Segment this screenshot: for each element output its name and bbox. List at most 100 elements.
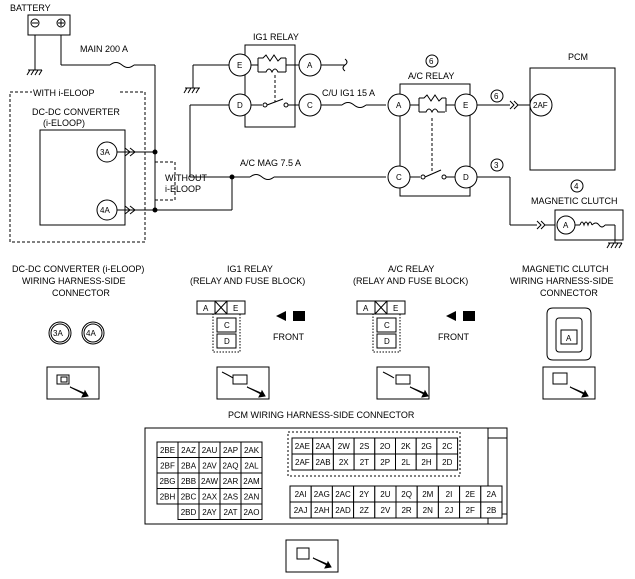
battery: BATTERY xyxy=(10,3,71,70)
pcm-pin-label: 2AL xyxy=(244,461,259,470)
pcm-pin-label: 2Q xyxy=(401,490,412,499)
dcdc-term-3a-label: 3A xyxy=(100,148,110,157)
acrelay-conn-pin-a: A xyxy=(363,304,369,313)
pcm-pin-label: 2Z xyxy=(360,506,369,515)
pcm-pin-label: 2AE xyxy=(295,442,310,451)
pcm-pin-label: 2Y xyxy=(359,490,369,499)
acrelay-front-label: FRONT xyxy=(438,332,469,342)
circle-3 xyxy=(490,158,504,172)
ig1-relay-label: IG1 RELAY xyxy=(253,32,299,42)
with-ieloop-label: WITH i-ELOOP xyxy=(33,88,95,98)
dcdc-conn-title-1: DC-DC CONVERTER (i-ELOOP) xyxy=(12,264,144,274)
pcm-pin-label: 2BH xyxy=(160,492,176,501)
ac-relay-pin-d-label: D xyxy=(463,173,469,182)
ig1-conn-title-1: IG1 RELAY xyxy=(227,264,273,274)
dcdc-label-2: (i-ELOOP) xyxy=(43,118,85,128)
acrelay-conn-pin-e: E xyxy=(393,304,398,313)
pcm-pin-label: 2AH xyxy=(314,506,330,515)
pcm-pin-label: 2AB xyxy=(315,458,330,467)
clutch-connector-view: MAGNETIC CLUTCH WIRING HARNESS-SIDE CONN… xyxy=(510,264,614,400)
pcm-pin-label: 2A xyxy=(487,490,497,499)
pcm-pin-cell xyxy=(240,503,263,520)
pcm-pin-label: 2AN xyxy=(244,492,260,501)
pcm-pin-label: 2N xyxy=(423,506,433,515)
clutch-conn-title-3: CONNECTOR xyxy=(540,288,598,298)
ac-relay-pin-e-label: E xyxy=(463,101,468,110)
pcm-label: PCM xyxy=(568,52,588,62)
ig1-relay-box xyxy=(244,44,296,128)
pcm-pin-label: 2M xyxy=(422,490,433,499)
pcm-pin-label: 2AI xyxy=(295,490,307,499)
pcm-term-2af-label: 2AF xyxy=(533,101,548,110)
clutch-conn-pin-a: A xyxy=(566,334,572,343)
pcm-pin-label: 2AX xyxy=(202,492,218,501)
acrelay-connector-view: A/C RELAY (RELAY AND FUSE BLOCK) A E C D… xyxy=(353,264,475,400)
pcm-pin-label: 2AF xyxy=(295,458,310,467)
without-ieloop-label-1: WITHOUT xyxy=(165,173,207,183)
acrelay-conn-pin-c: C xyxy=(384,321,390,330)
ground-battery xyxy=(26,69,43,76)
pcm-pin-cell xyxy=(480,501,503,519)
circle-6-top-label: 6 xyxy=(429,57,434,66)
pcm-pin-cell xyxy=(436,453,459,471)
pcm-pin-label: 2BB xyxy=(181,477,196,486)
pcm-pin-label: 2G xyxy=(421,442,432,451)
pcm-pin-label: 2D xyxy=(442,458,452,467)
pcm-pin-label: 2O xyxy=(380,442,391,451)
pcm-pin-label: 2BE xyxy=(160,446,175,455)
magnetic-clutch-label: MAGNETIC CLUTCH xyxy=(531,196,618,206)
circle-3-label: 3 xyxy=(494,161,499,170)
pcm-pin-label: 2AM xyxy=(243,477,260,486)
acmag-fuse-label: A/C MAG 7.5 A xyxy=(240,158,301,168)
pcm-pin-label: 2AC xyxy=(335,490,351,499)
pcm-pin-label: 2T xyxy=(360,458,369,467)
pcm-pin-label: 2AK xyxy=(244,446,260,455)
ig1-pin-d-label: D xyxy=(237,101,243,110)
pcm-pin-label: 2S xyxy=(360,442,370,451)
pcm-pin-label: 2AY xyxy=(202,508,217,517)
pcm-pin-label: 2AD xyxy=(335,506,351,515)
pcm-pin-label: 2BD xyxy=(181,508,197,517)
pcm-pin-label: 2AJ xyxy=(294,506,308,515)
dcdc-connector-view: DC-DC CONVERTER (i-ELOOP) WIRING HARNESS… xyxy=(12,264,144,400)
pcm-term-2af xyxy=(529,93,553,117)
pcm-pin-label: 2E xyxy=(465,490,475,499)
pcm-pin-label: 2W xyxy=(338,442,350,451)
pcm-pin-label: 2AV xyxy=(202,461,217,470)
pcm-pin-label: 2V xyxy=(381,506,391,515)
pcm-pin-label: 2H xyxy=(421,458,431,467)
dcdc-conn-title-2: WIRING HARNESS-SIDE xyxy=(22,276,126,286)
pcm-pin-label: 2BG xyxy=(159,477,175,486)
dcdc-conn-pin-4a: 4A xyxy=(86,329,96,338)
circle-6-top xyxy=(425,54,439,68)
clutch-pin-a-label: A xyxy=(563,221,569,230)
without-ieloop-label-2: i-ELOOP xyxy=(165,184,201,194)
cu-ig1-fuse-label: C/U IG1 15 A xyxy=(322,88,375,98)
ig1-conn-pin-c: C xyxy=(224,321,230,330)
pcm-pin-label: 2AG xyxy=(314,490,330,499)
ig1-conn-pin-e: E xyxy=(233,304,238,313)
magnetic-clutch-box xyxy=(554,209,624,241)
ig1-pin-a-label: A xyxy=(307,61,313,70)
pcm-pin-label: 2B xyxy=(487,506,497,515)
circle-4-label: 4 xyxy=(574,182,579,191)
dcdc-conn-pin-3a: 3A xyxy=(53,329,63,338)
pcm-pin-label: 2AR xyxy=(223,477,239,486)
dcdc-label-1: DC-DC CONVERTER xyxy=(32,107,120,117)
ig1-front-label: FRONT xyxy=(273,332,304,342)
pcm-pin-label: 2AT xyxy=(223,508,237,517)
pcm-pin-label: 2AZ xyxy=(181,446,196,455)
acrelay-conn-title-2: (RELAY AND FUSE BLOCK) xyxy=(353,276,468,286)
pcm-pin-label: 2X xyxy=(339,458,349,467)
pcm-pin-label: 2C xyxy=(442,442,452,451)
circle-6-right-label: 6 xyxy=(494,92,499,101)
pcm-pin-label: 2AA xyxy=(315,442,331,451)
pcm-pin-label: 2K xyxy=(401,442,411,451)
dcdc-converter-box xyxy=(39,129,126,226)
ac-relay-pin-a-label: A xyxy=(396,101,402,110)
ig1-conn-pin-d: D xyxy=(224,337,230,346)
